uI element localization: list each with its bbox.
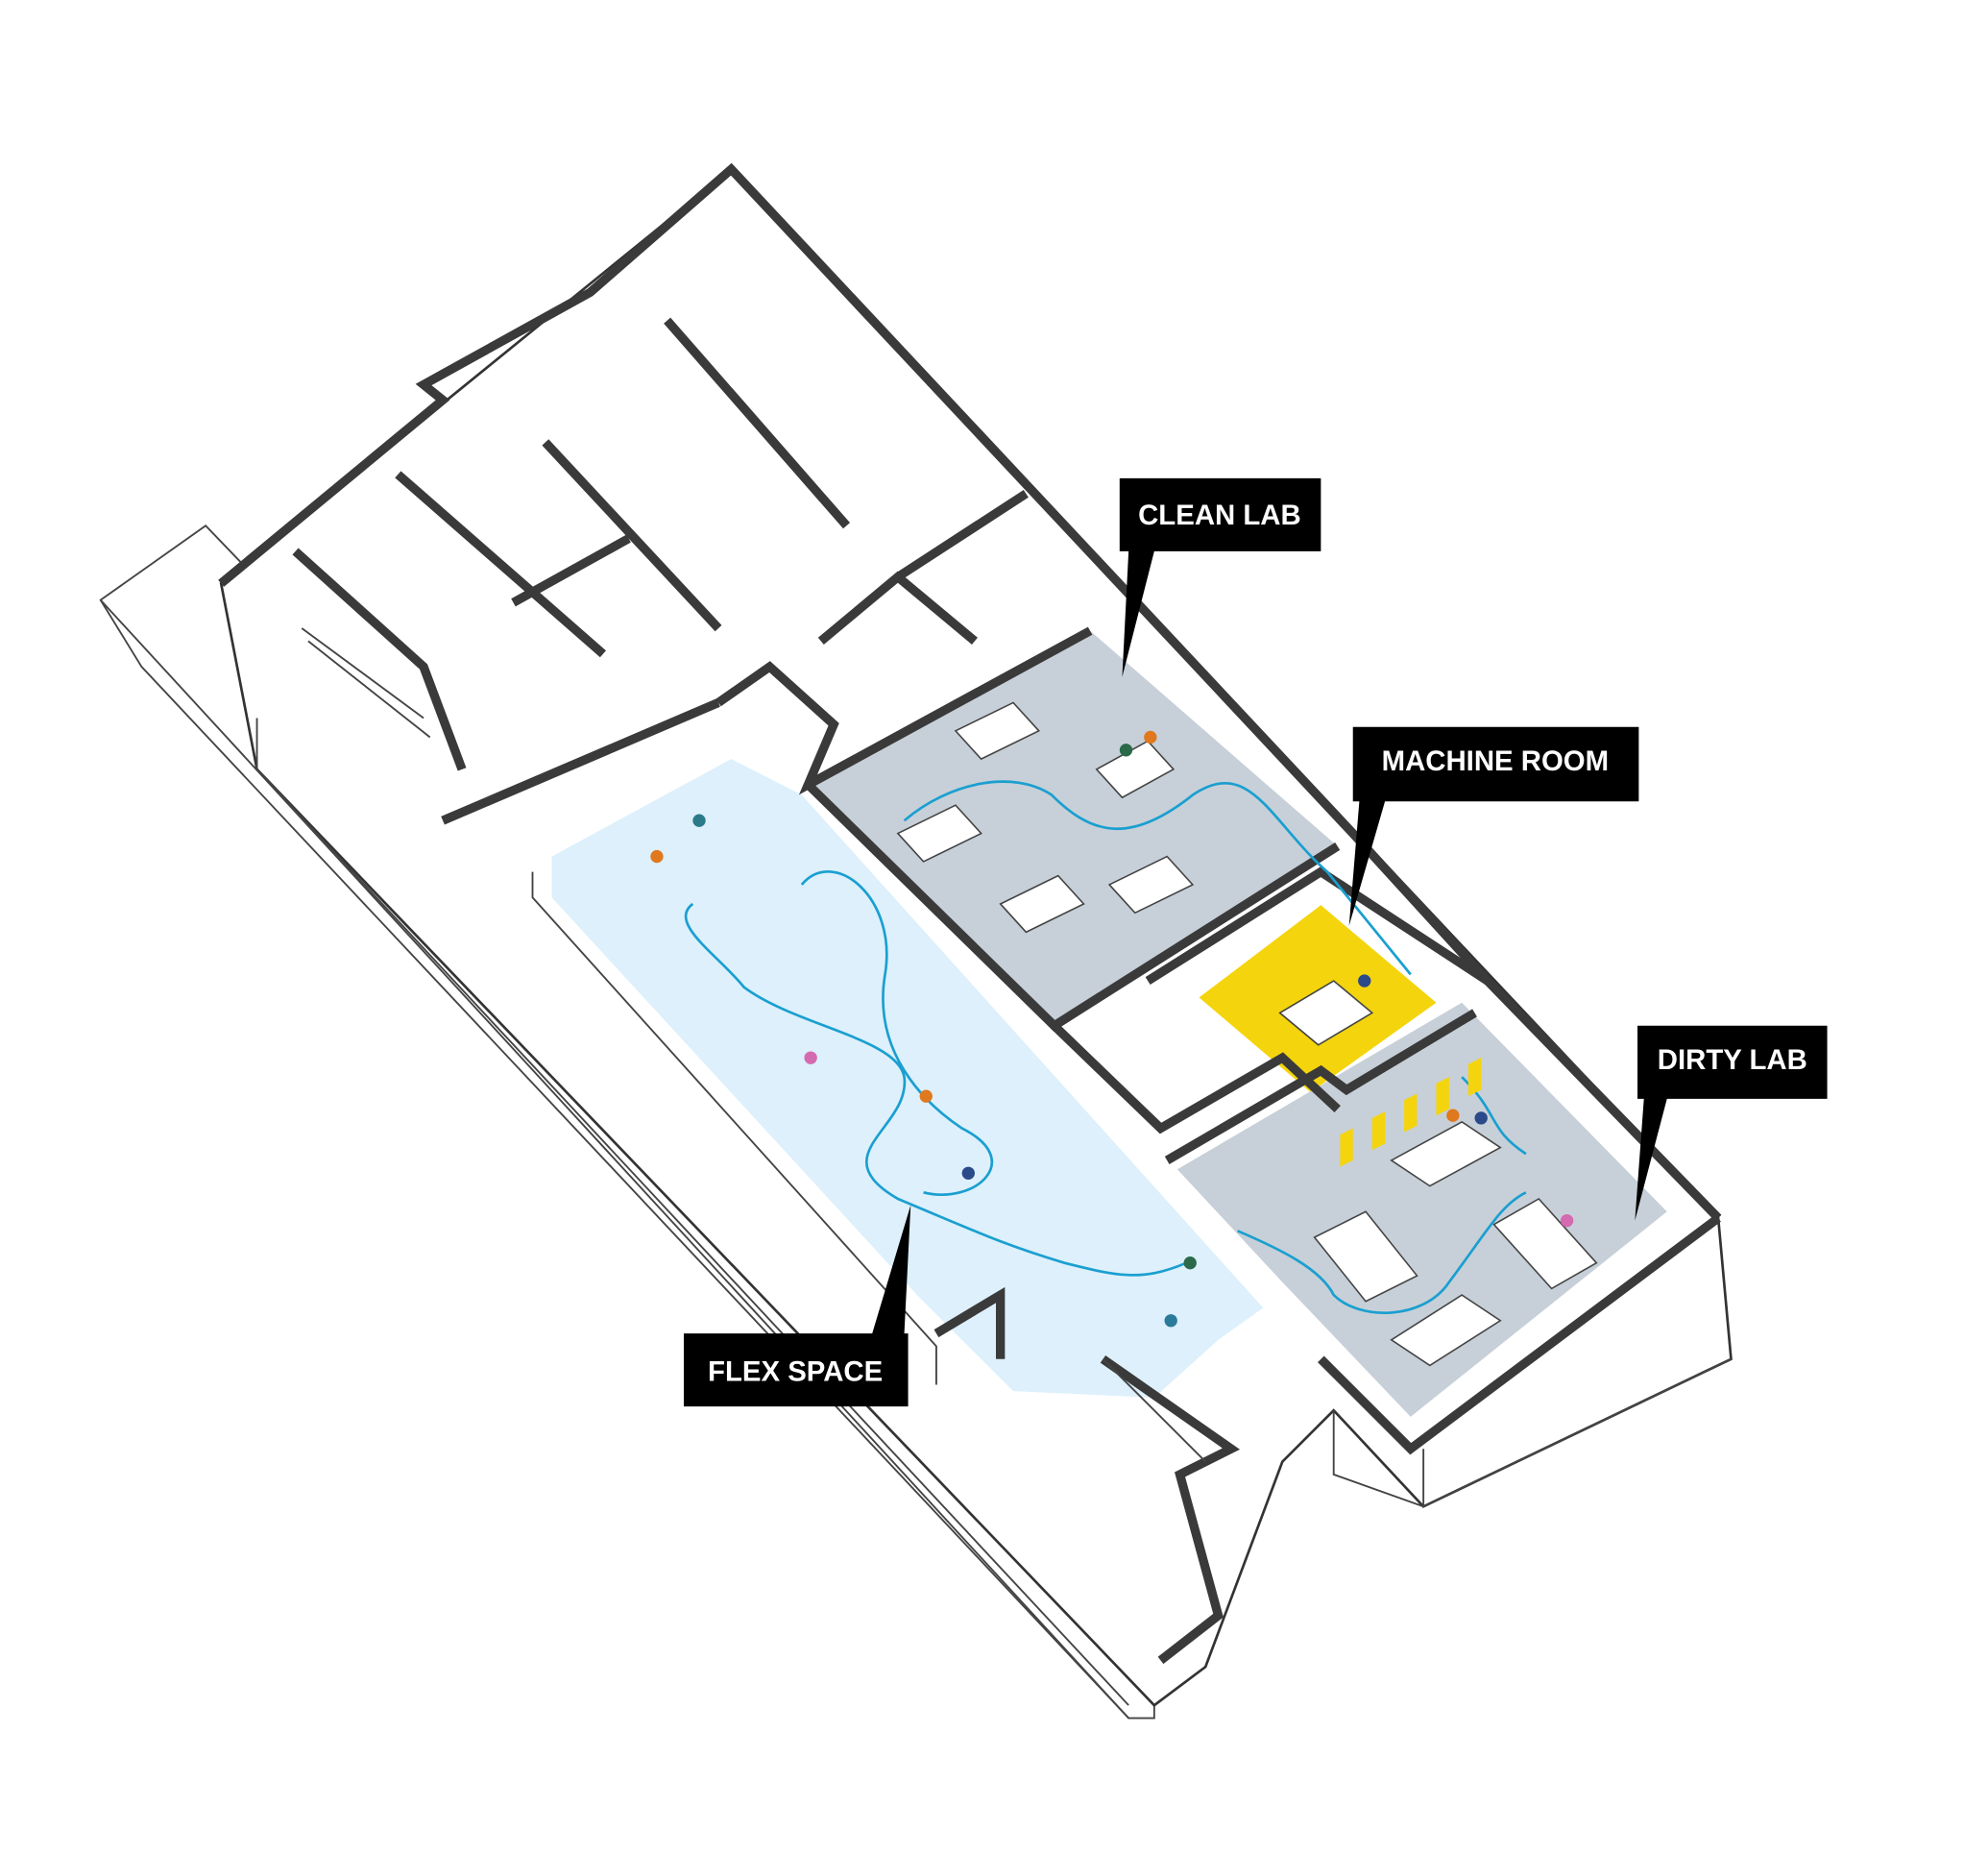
machine-panels [1340, 1058, 1482, 1167]
label-machine-room: MACHINE ROOM [1348, 726, 1639, 926]
label-clean-lab-text: CLEAN LAB [1138, 500, 1301, 531]
label-flex-space-text: FLEX SPACE [708, 1355, 883, 1387]
dirty-lab-floor [1176, 1002, 1667, 1417]
label-clean-lab: CLEAN LAB [1119, 477, 1321, 677]
label-dirty-lab: DIRTY LAB [1635, 1025, 1828, 1221]
people [650, 730, 1574, 1328]
label-flex-space: FLEX SPACE [683, 1205, 911, 1407]
tables [896, 701, 1598, 1367]
label-machine-room-text: MACHINE ROOM [1382, 745, 1610, 777]
flex-space-floor [551, 759, 1264, 1398]
circulation-paths [684, 780, 1527, 1314]
walls [218, 162, 1722, 1665]
label-dirty-lab-text: DIRTY LAB [1658, 1044, 1807, 1076]
